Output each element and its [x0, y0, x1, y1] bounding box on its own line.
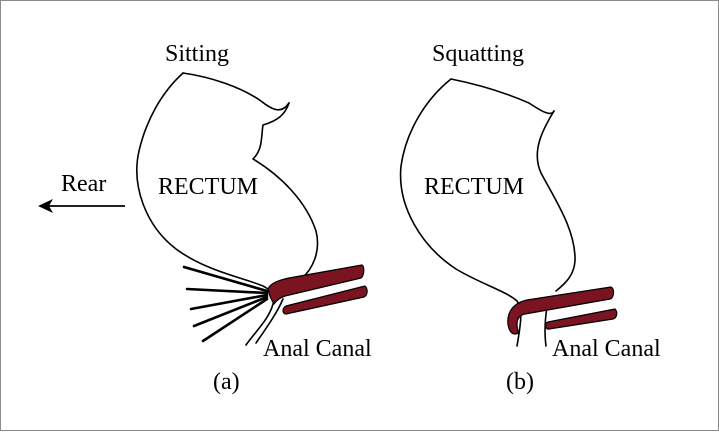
- panel-b-rectum-outline-left: [401, 79, 521, 346]
- panel-a-rectum-outline-left: [137, 73, 274, 345]
- panel-b-squatting: Squatting RECTUM Anal Canal (b): [401, 41, 661, 395]
- panel-b-rectum-outline-right: [537, 111, 575, 291]
- panel-a-rectum-outline-right: [253, 103, 318, 279]
- panel-b-rectum-label: RECTUM: [424, 174, 524, 200]
- panel-b-muscle-lower: [545, 309, 616, 329]
- panel-b-posture-label: Squatting: [432, 41, 524, 67]
- panel-b-canal-label: Anal Canal: [552, 336, 661, 362]
- panel-b-caption: (b): [506, 369, 534, 395]
- panel-a-canal-label: Anal Canal: [263, 336, 372, 362]
- panel-b-rectum-outline-top: [451, 79, 554, 113]
- panel-a-posture-label: Sitting: [165, 41, 229, 67]
- panel-a-rectum-label: RECTUM: [158, 174, 258, 200]
- panel-a-sitting: Rear Sitting RECTUM Anal Canal (a): [38, 41, 372, 395]
- rear-label: Rear: [61, 171, 106, 197]
- rear-arrow: [38, 199, 125, 213]
- panel-a-caption: (a): [213, 369, 240, 395]
- panel-a-muscle-fibers: [184, 267, 267, 341]
- panel-a-rectum-outline-top: [183, 73, 289, 110]
